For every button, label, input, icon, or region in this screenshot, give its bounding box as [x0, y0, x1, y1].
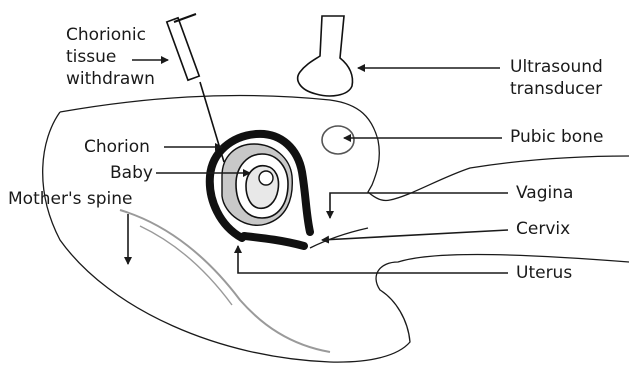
syringe — [167, 14, 224, 162]
spine-curve-inner — [140, 226, 232, 305]
label-ultrasound-line1: Ultrasound — [510, 57, 603, 77]
uterus-base — [244, 236, 304, 246]
label-chorionic-line1: Chorionic — [66, 25, 146, 45]
label-mothers-spine: Mother's spine — [8, 189, 133, 209]
arrow-cervix — [322, 230, 508, 240]
ultrasound-transducer — [298, 16, 353, 96]
label-pubic-bone: Pubic bone — [510, 127, 603, 147]
label-uterus: Uterus — [516, 263, 572, 283]
arrow-vagina — [330, 193, 508, 218]
label-cervix: Cervix — [516, 219, 570, 239]
label-ultrasound-line2: transducer — [510, 79, 602, 99]
label-baby: Baby — [110, 163, 153, 183]
label-chorion: Chorion — [84, 137, 150, 157]
pubic-bone — [322, 126, 354, 154]
label-chorionic-line3: withdrawn — [66, 69, 155, 89]
label-vagina: Vagina — [516, 183, 573, 203]
baby-head — [259, 171, 273, 185]
arrow-uterus — [238, 246, 508, 273]
label-chorionic-line2: tissue — [66, 47, 116, 67]
